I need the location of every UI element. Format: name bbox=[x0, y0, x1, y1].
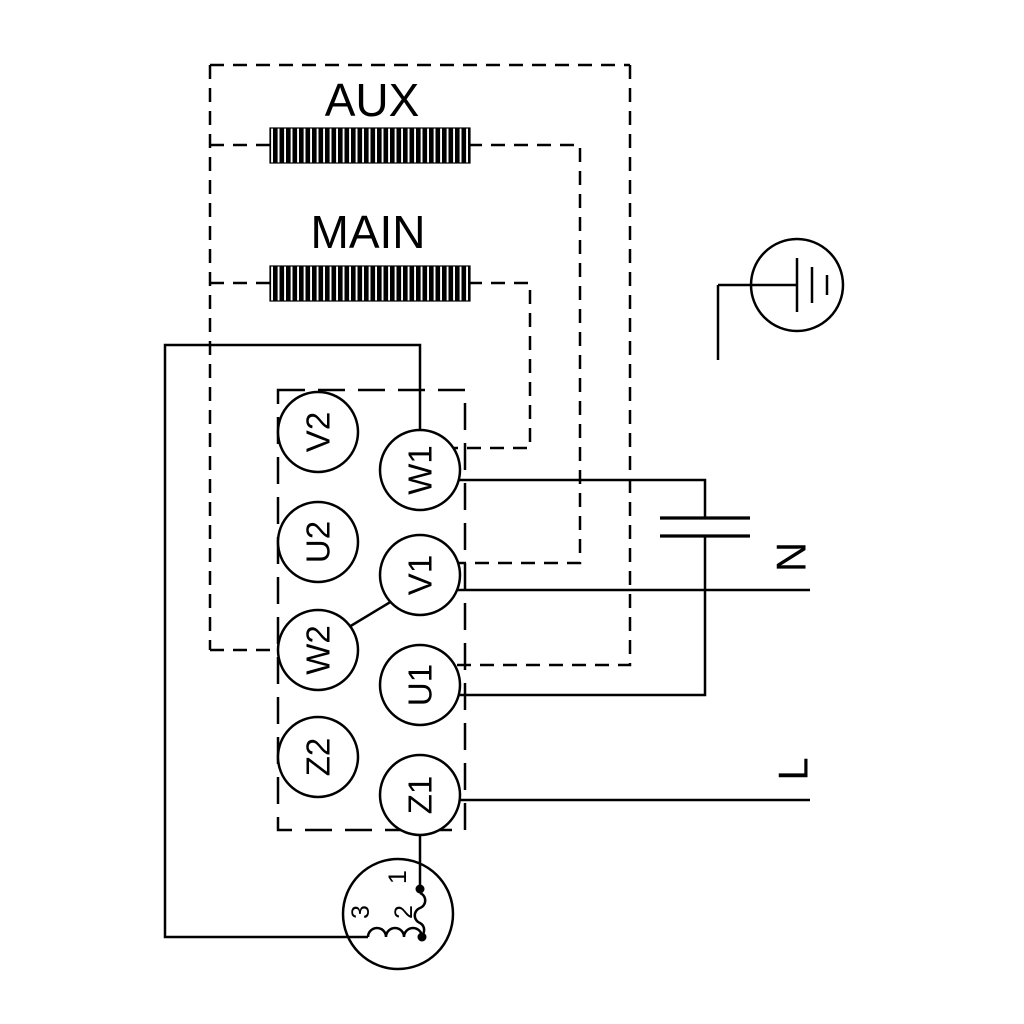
terminal-w1-label: W1 bbox=[402, 445, 439, 495]
thermal-contact-icon bbox=[413, 891, 427, 939]
terminal-v2-label: V2 bbox=[300, 412, 337, 452]
wire-w1-to-thermal bbox=[163, 343, 422, 939]
terminal-u1-label: U1 bbox=[402, 664, 439, 706]
thermal-protector-internals bbox=[366, 884, 427, 942]
thermal-terminal-3-label: 3 bbox=[347, 905, 375, 919]
thermal-terminal-dot-1 bbox=[415, 884, 425, 894]
terminal-w2 bbox=[276, 608, 360, 692]
terminal-z2 bbox=[276, 715, 360, 799]
aux-winding-coil-icon bbox=[269, 127, 471, 164]
terminal-u1 bbox=[378, 643, 462, 727]
terminal-v1 bbox=[378, 533, 462, 617]
terminal-z2-label: Z2 bbox=[300, 738, 337, 777]
thermal-terminal-dot-2 bbox=[417, 932, 427, 942]
earth-ground-icon bbox=[716, 237, 845, 360]
thermal-protector-icon bbox=[341, 857, 455, 971]
terminal-z1 bbox=[378, 753, 462, 837]
neutral-label: N bbox=[768, 542, 815, 572]
terminal-v1-label: V1 bbox=[402, 555, 439, 595]
terminal-w2-label: W2 bbox=[300, 625, 337, 675]
terminal-z1-label: Z1 bbox=[402, 776, 439, 815]
terminal-u2 bbox=[276, 500, 360, 584]
terminal-u2-label: U2 bbox=[300, 521, 337, 563]
main-winding-coil-icon bbox=[269, 265, 471, 302]
terminal-v2 bbox=[276, 390, 360, 474]
labels: AUX MAIN V2 U2 W2 Z2 W1 V1 U1 Z1 N L 1 2… bbox=[300, 74, 817, 919]
terminal-box-outline bbox=[276, 388, 467, 832]
aux-winding-label: AUX bbox=[325, 74, 420, 126]
thermal-terminal-2-label: 2 bbox=[390, 905, 418, 919]
dashed-wiring bbox=[208, 63, 632, 832]
thermal-terminal-1-label: 1 bbox=[384, 870, 412, 884]
capacitor-icon bbox=[660, 516, 750, 538]
line-label: L bbox=[770, 757, 817, 780]
main-winding-label: MAIN bbox=[311, 206, 426, 258]
link-w2-v1 bbox=[348, 599, 393, 629]
terminal-circles bbox=[276, 390, 462, 837]
wire-w1-to-capacitor bbox=[420, 478, 707, 518]
thermal-coil-icon bbox=[366, 926, 424, 938]
terminal-w1 bbox=[378, 428, 462, 512]
